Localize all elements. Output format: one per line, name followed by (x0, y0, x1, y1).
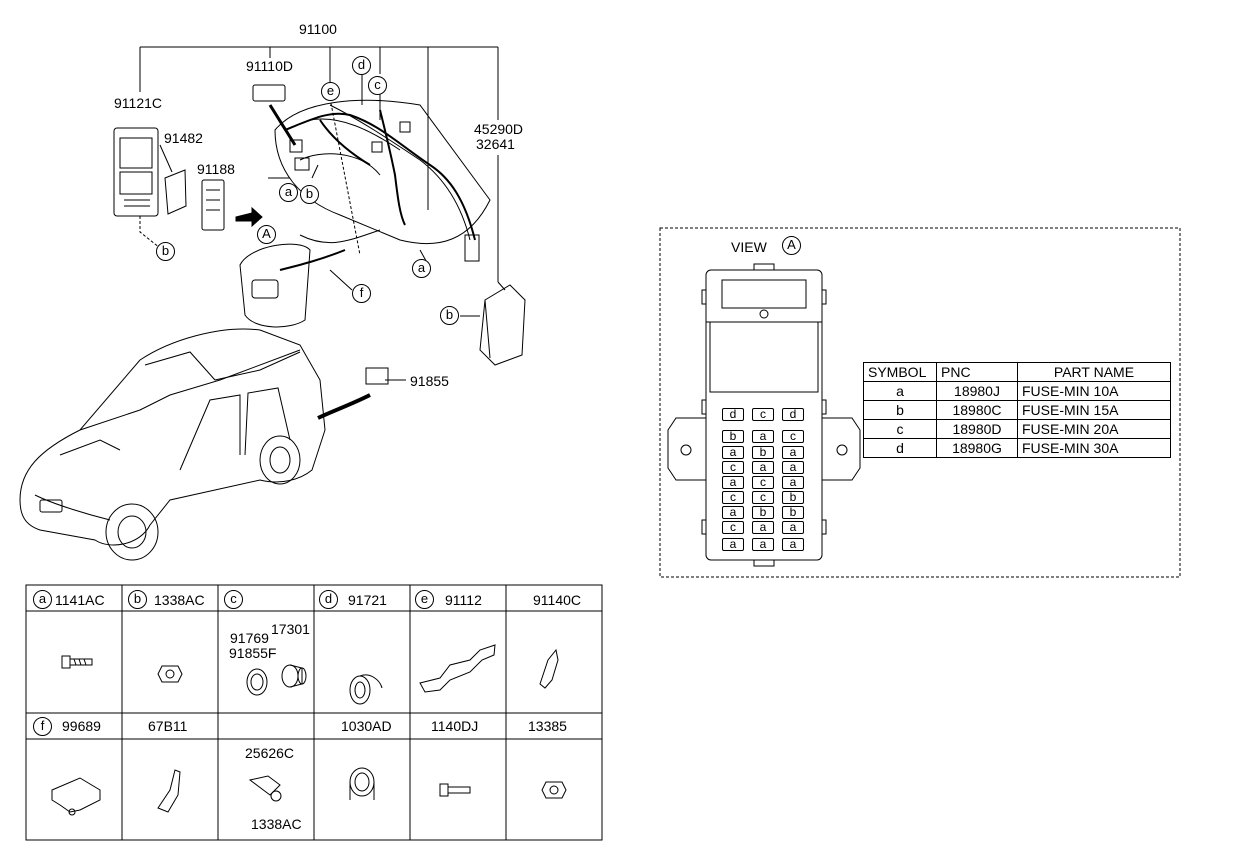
table-row: a 18980J FUSE-MIN 10A (863, 381, 1171, 401)
fuse-slot: c (722, 521, 744, 534)
parts-code-67b11: 67B11 (148, 718, 188, 734)
callout-a-panel: a (412, 259, 431, 278)
parts-code-13385: 13385 (528, 718, 567, 734)
label-main-harness: 91100 (299, 21, 337, 37)
parts-circle-a: a (33, 590, 52, 609)
parts-code-d: 91721 (348, 592, 387, 608)
fuse-slot: d (782, 408, 804, 421)
fuse-slot: b (752, 506, 774, 519)
part-name-cell: FUSE-MIN 15A (1017, 400, 1171, 420)
symbol-cell: d (863, 438, 937, 458)
table-row: d 18980G FUSE-MIN 30A (863, 438, 1171, 458)
part-name-cell: FUSE-MIN 30A (1017, 438, 1171, 458)
fuse-legend-table: SYMBOL PNC PART NAME a 18980J FUSE-MIN 1… (863, 362, 1171, 458)
parts-circle-c: c (224, 590, 243, 609)
parts-code-f: 99689 (62, 718, 101, 734)
callout-e: e (321, 82, 340, 101)
fuse-slot: c (722, 461, 744, 474)
fuse-slot: a (722, 446, 744, 459)
callout-f: f (352, 284, 371, 303)
callout-a-dash: a (279, 183, 298, 202)
fuse-slot: a (782, 446, 804, 459)
parts-circle-f: f (33, 717, 52, 736)
sub-label-25626c: 25626C (245, 745, 295, 761)
label-relay-box: 91188 (197, 161, 235, 177)
fuse-slot: b (752, 446, 774, 459)
view-title: VIEW (731, 239, 767, 255)
label-rear-harness: 91855 (410, 373, 449, 389)
symbol-cell: b (863, 400, 937, 420)
fuse-slot: a (782, 521, 804, 534)
fuse-slot: a (752, 538, 774, 551)
symbol-cell: c (863, 419, 937, 439)
callout-b-dash: b (300, 185, 319, 204)
label-dash-connector: 91110D (246, 58, 293, 74)
parts-code-e: 91112 (445, 592, 482, 608)
fuse-slot: c (722, 491, 744, 504)
part-name-cell: FUSE-MIN 20A (1017, 419, 1171, 439)
fuse-slot: a (782, 538, 804, 551)
fuse-slot: c (782, 430, 804, 443)
pnc-cell: 18980D (936, 419, 1018, 439)
symbol-cell: a (863, 381, 937, 401)
fuse-slot: b (782, 506, 804, 519)
c-sub-label-91855f: 91855F (229, 645, 277, 661)
fuse-slot: c (752, 491, 774, 504)
parts-circle-d: d (319, 590, 338, 609)
fuse-slot: a (722, 476, 744, 489)
callout-b-module: b (440, 306, 459, 325)
label-bracket: 91482 (164, 130, 203, 146)
parts-code-1140dj: 1140DJ (431, 718, 479, 734)
fuse-slot: a (752, 430, 774, 443)
fuse-slot: a (782, 476, 804, 489)
table-row: c 18980D FUSE-MIN 20A (863, 419, 1171, 439)
parts-circle-e: e (415, 590, 434, 609)
fuse-slot: a (722, 506, 744, 519)
callout-A-arrow: A (257, 225, 276, 244)
fuse-slot: a (752, 521, 774, 534)
c-sub-label-91769: 91769 (230, 630, 269, 646)
parts-code-b: 1338AC (154, 592, 205, 608)
pnc-cell: 18980G (936, 438, 1018, 458)
pnc-cell: 18980C (936, 400, 1018, 420)
header-symbol: SYMBOL (863, 362, 937, 382)
fuse-slot: c (752, 476, 774, 489)
label-module-a: 45290D (474, 121, 524, 137)
part-name-cell: FUSE-MIN 10A (1017, 381, 1171, 401)
label-module-b: 32641 (476, 136, 515, 152)
fuse-slot: a (722, 538, 744, 551)
sub-label-1338ac: 1338AC (251, 816, 302, 832)
table-row: b 18980C FUSE-MIN 15A (863, 400, 1171, 420)
fuse-table-header: SYMBOL PNC PART NAME (863, 362, 1171, 382)
parts-code-a: 1141AC (55, 592, 105, 608)
parts-circle-b: b (128, 590, 147, 609)
header-pnc: PNC (936, 362, 1018, 382)
parts-code-1030ad: 1030AD (341, 718, 392, 734)
fuse-slot: b (782, 491, 804, 504)
c-sub-label-17301: 17301 (271, 621, 310, 637)
callout-c: c (368, 76, 387, 95)
callout-d: d (352, 56, 371, 75)
label-junction-box: 91121C (114, 95, 163, 111)
fuse-slot: b (722, 430, 744, 443)
fuse-slot: a (782, 461, 804, 474)
parts-code-91140c: 91140C (533, 592, 582, 608)
view-marker: A (782, 236, 801, 255)
fuse-slot: d (722, 408, 744, 421)
pnc-cell: 18980J (936, 381, 1018, 401)
fuse-slot: c (752, 408, 774, 421)
callout-b-box: b (156, 242, 175, 261)
fuse-slot: a (752, 461, 774, 474)
header-part-name: PART NAME (1017, 362, 1171, 382)
